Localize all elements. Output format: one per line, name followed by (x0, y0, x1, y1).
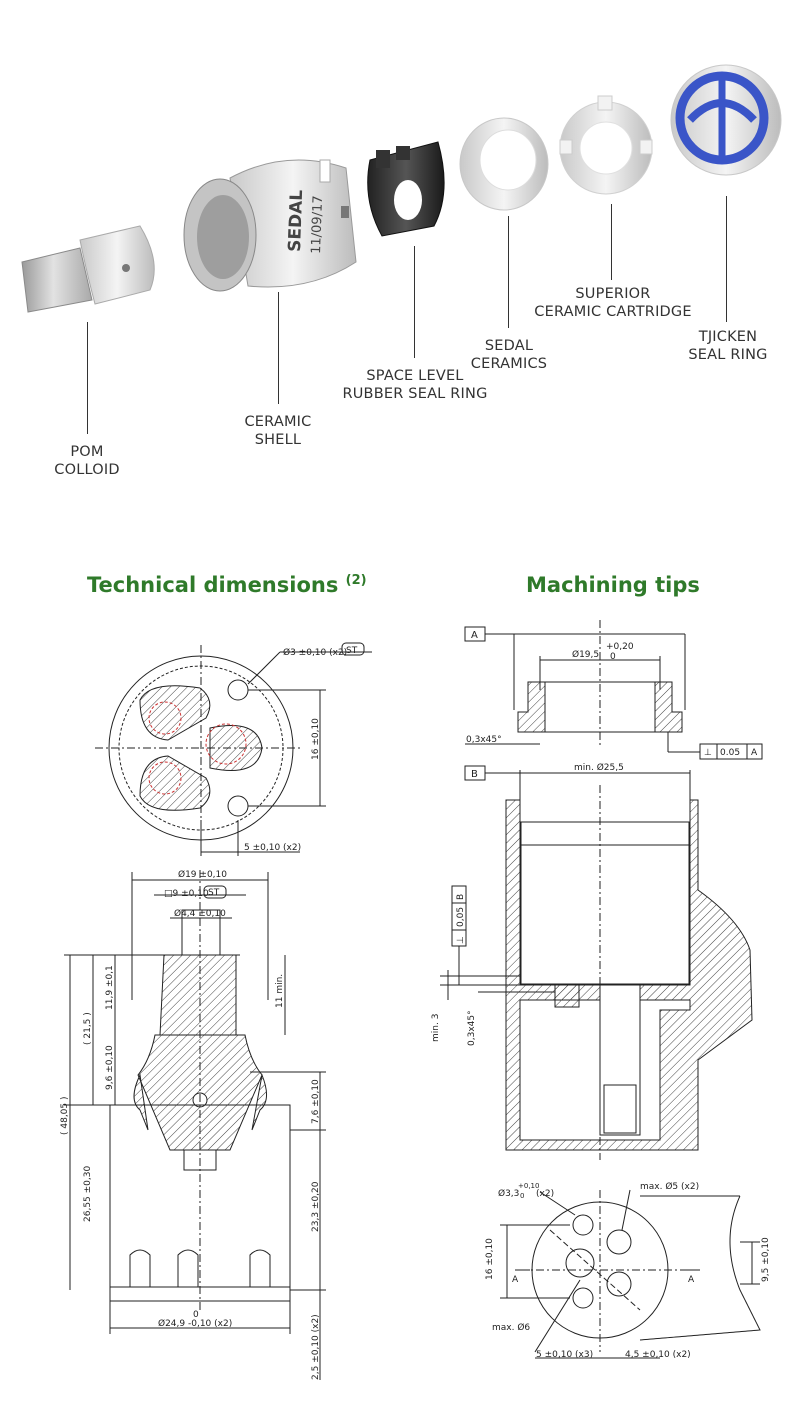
label-line-1: SUPERIOR (575, 286, 651, 302)
technical-dimensions-title: Technical dimensions (2) (87, 573, 367, 597)
label-line-2: CERAMIC CARTRIDGE (534, 304, 692, 320)
dim-h25: 2,5 ±0,10 (x2) (311, 1314, 321, 1380)
pom-colloid-part (21, 225, 155, 313)
dim-h96: 9,6 ±0,10 (105, 1045, 115, 1090)
section-a-left: A (512, 1275, 519, 1285)
ceramic-shell-part: SEDAL 11/09/17 (183, 159, 357, 292)
label-ceramic-cartridge: SUPERIOR CERAMIC CARTRIDGE (530, 285, 696, 321)
housing-plan-drawing (500, 1189, 761, 1359)
datum-a-box: A (471, 630, 478, 641)
dim-d195-tol-lo: 0 (610, 652, 616, 662)
exploded-parts-illustration: SEDAL 11/09/17 (21, 64, 782, 313)
dim-h215: ( 21,5 ) (83, 1012, 93, 1045)
dim-d195-tol-up: +0,20 (606, 642, 634, 652)
label-line-2: SHELL (254, 432, 302, 448)
leader-line-cartridge (611, 204, 612, 280)
dim-chamfer-1: 0,3x45° (466, 735, 502, 745)
label-line-2: CERAMICS (470, 356, 548, 372)
dim-hole-tag: ST (346, 646, 358, 656)
label-line-1: CERAMIC (244, 414, 312, 430)
dim-d249-tol: 0 (193, 1310, 199, 1320)
label-sedal-ceramics: SEDAL CERAMICS (466, 337, 552, 373)
dim-min255: min. Ø25,5 (574, 762, 624, 773)
perp-b-symbol: ⊥ (456, 936, 466, 944)
dim-d33-tol-lo: 0 (520, 1192, 524, 1200)
ceramic-cartridge-part (559, 95, 653, 195)
perp-a-symbol: ⊥ (704, 748, 712, 758)
label-line-1: SEDAL (484, 338, 534, 354)
label-line-1: TJICKEN (698, 329, 758, 345)
top-view-drawing (95, 642, 372, 856)
dim-w45: 4,5 ±0,10 (x2) (625, 1350, 691, 1360)
dim-w5: 5 ±0,10 (x3) (536, 1350, 593, 1360)
machining-tips-title: Machining tips (526, 573, 700, 597)
label-line-2: SEAL RING (688, 347, 768, 363)
shell-brand-print: SEDAL (285, 189, 307, 252)
dim-h119: 11,9 ±0,1 (105, 965, 115, 1010)
dim-h76: 7,6 ±0,10 (311, 1079, 321, 1124)
leader-line-shell (278, 292, 279, 404)
rubber-seal-ring-part (367, 141, 445, 237)
side-section-drawing (64, 870, 326, 1380)
label-pom-colloid: POM COLLOID (47, 443, 127, 479)
sedal-ceramics-part (459, 117, 549, 211)
dim-chamfer-2: 0,3x45° (467, 1010, 477, 1046)
dim-d44: Ø4,4 ±0,10 (174, 908, 226, 919)
dim-d33: Ø3,3 (498, 1188, 519, 1199)
dim-h2655: 26,55 ±0,30 (83, 1166, 93, 1222)
dim-sq9-tag: ST (208, 888, 220, 898)
dim-h11: 11 min. (275, 974, 285, 1008)
title-footnote: (2) (345, 573, 367, 588)
label-ceramic-shell: CERAMIC SHELL (233, 413, 323, 449)
housing-section-drawing (440, 765, 753, 1160)
dim-max6: max. Ø6 (492, 1322, 530, 1333)
label-line-1: SPACE LEVEL (366, 368, 464, 384)
dim-h4805: ( 48,05 ) (60, 1096, 70, 1135)
leader-line-pom (87, 322, 88, 434)
leader-line-seal (726, 196, 727, 322)
thicken-seal-ring-part (670, 64, 782, 176)
dim-d33-tol-up: +0,10 (518, 1182, 539, 1190)
leader-line-rubber (414, 246, 415, 358)
dim-hole-diameter: Ø3 ±0,10 (x2) (283, 647, 347, 658)
dim-h95: 9,5 ±0,10 (761, 1237, 771, 1282)
datum-b-box: B (471, 769, 478, 780)
shell-date-print: 11/09/17 (309, 195, 326, 254)
dim-max5: max. Ø5 (x2) (640, 1181, 699, 1192)
label-thicken-seal-ring: TJICKEN SEAL RING (684, 328, 772, 364)
dim-d33-count: (x2) (536, 1189, 554, 1199)
perp-b-value: 0,05 (456, 907, 466, 927)
dim-d195: Ø19,5 (572, 649, 599, 660)
label-line-2: COLLOID (54, 462, 120, 478)
dim-d249: Ø24,9 -0,10 (x2) (158, 1318, 232, 1329)
leader-line-ceramics (508, 216, 509, 328)
dim-top-offset: 5 ±0,10 (x2) (244, 843, 301, 853)
label-line-2: RUBBER SEAL RING (342, 386, 488, 402)
dim-sq9: □9 ±0,10 (164, 889, 209, 899)
section-a-right: A (688, 1275, 695, 1285)
title-text: Technical dimensions (87, 573, 339, 597)
dim-min3: min. 3 (431, 1014, 441, 1042)
perp-b-ref: B (456, 894, 466, 900)
perp-a-ref: A (751, 748, 758, 758)
dim-h233: 23,3 ±0,20 (311, 1181, 321, 1232)
label-rubber-seal-ring: SPACE LEVEL RUBBER SEAL RING (340, 367, 490, 403)
dim-h16: 16 ±0,10 (485, 1238, 495, 1280)
dim-top-height: 16 ±0,10 (311, 718, 321, 760)
label-line-1: POM (70, 444, 104, 460)
dim-d19: Ø19 ±0,10 (178, 869, 227, 880)
ring-section-drawing (464, 620, 763, 760)
perp-a-value: 0.05 (720, 748, 740, 758)
